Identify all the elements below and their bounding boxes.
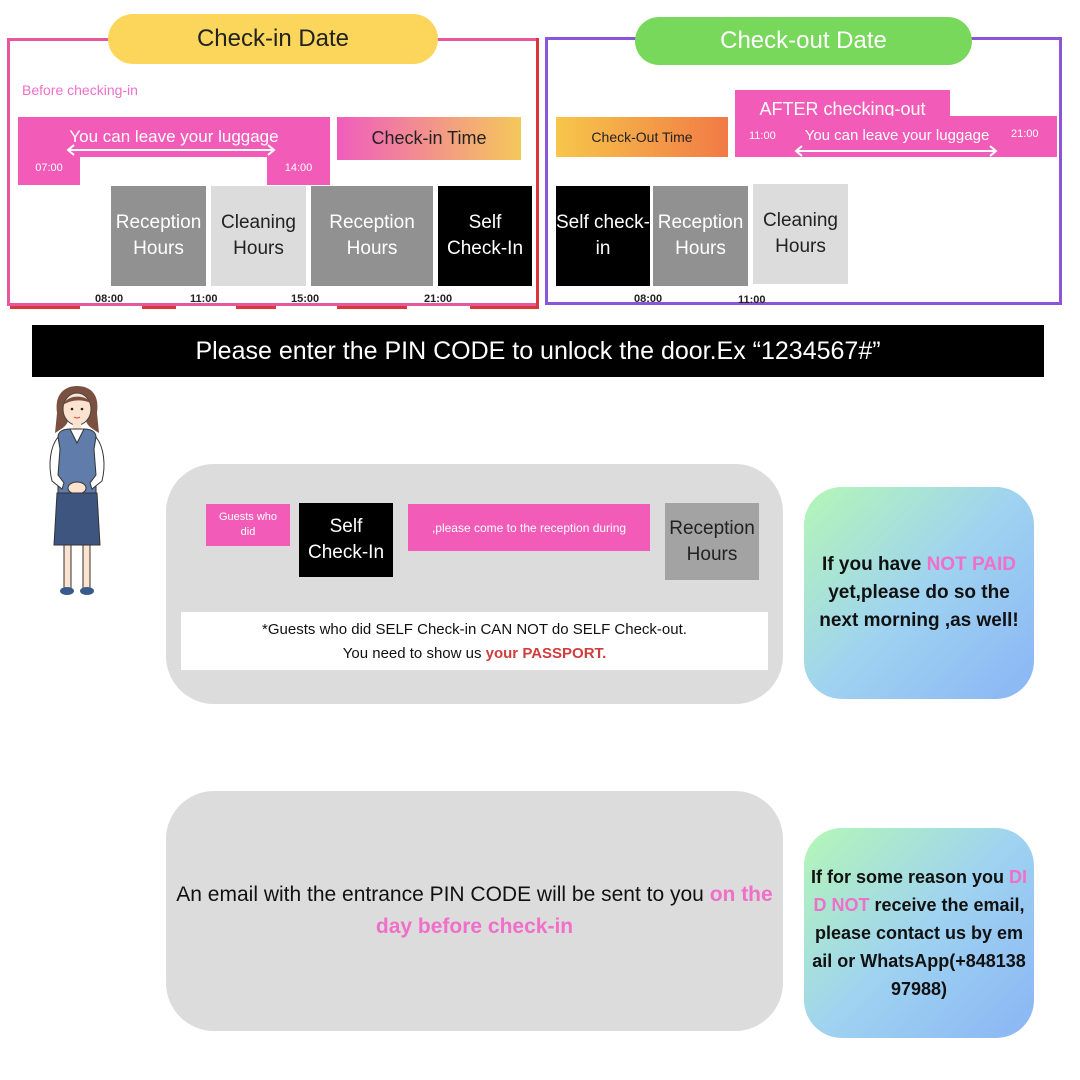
checkin-date-pill: Check-in Date [108, 14, 438, 64]
checkin-cleaning-hours: Cleaning Hours [211, 186, 306, 286]
checkin-luggage-label: You can leave your luggage [69, 127, 279, 146]
not-paid-text: If you have NOT PAID yet,please do so th… [814, 551, 1024, 635]
panel-self-checkin: Self Check-In [299, 503, 393, 577]
contact-suffix: receive the email,please contact us by e… [812, 895, 1026, 999]
come-to-reception-label: ,please come to the reception during [408, 504, 650, 551]
checkout-tick-2: 11:00 [738, 294, 766, 306]
contact-text: If for some reason you DID NOT receive t… [810, 863, 1028, 1003]
receptionist-illustration [49, 386, 105, 595]
guests-who-did-label: Guests who did [206, 504, 290, 546]
checkout-luggage-end: 21:00 [1011, 128, 1039, 140]
email-text-main: An email with the entrance PIN CODE will… [176, 883, 710, 906]
checkout-luggage-arrow [794, 145, 998, 157]
email-text: An email with the entrance PIN CODE will… [172, 879, 777, 943]
checkout-date-title: Check-out Date [720, 27, 887, 54]
checkin-time-text: Check-in Time [371, 128, 487, 148]
checkin-tick-1: 08:00 [95, 293, 124, 305]
checkin-timeline-seg [142, 306, 176, 309]
pin-code-text: Please enter the PIN CODE to unlock the … [195, 336, 881, 365]
passport-note-suffix: . [602, 645, 607, 662]
passport-note-line1: *Guests who did SELF Check-in CAN NOT do… [262, 621, 687, 638]
checkin-date-title: Check-in Date [196, 25, 350, 52]
checkout-reception-hours: Reception Hours [653, 186, 748, 286]
before-checkin-label: Before checking-in [22, 82, 138, 98]
luggage-end-time: 14:00 [267, 150, 330, 185]
checkin-tick-3: 15:00 [291, 293, 320, 305]
checkin-time-label: Check-in Time [337, 117, 521, 160]
checkout-time-text: Check-Out Time [591, 129, 693, 145]
checkout-timeline-seg [680, 302, 722, 305]
checkin-luggage-arrow [66, 144, 276, 156]
contact-highlight: DID NOT [813, 867, 1028, 915]
checkout-luggage-label: You can leave your luggage [804, 127, 990, 144]
not-paid-prefix: If you have [822, 554, 927, 575]
checkout-self-checkin: Self check-in [556, 186, 650, 286]
checkin-reception-hours-2: Reception Hours [311, 186, 433, 286]
contact-prefix: If for some reason you [810, 867, 1010, 887]
checkout-date-pill: Check-out Date [635, 17, 972, 65]
not-paid-highlight: NOT PAID [926, 554, 1016, 575]
checkin-reception-hours-1: Reception Hours [111, 186, 206, 286]
pin-code-banner: Please enter the PIN CODE to unlock the … [32, 325, 1044, 377]
checkout-tick-1: 08:00 [634, 293, 663, 305]
checkout-timeline-seg [548, 302, 618, 305]
contact-bubble: If for some reason you DID NOT receive t… [804, 828, 1034, 1038]
panel-reception-hours: Reception Hours [665, 503, 759, 580]
checkin-tick-2: 11:00 [190, 293, 218, 305]
passport-note: *Guests who did SELF Check-in CAN NOT do… [181, 612, 768, 670]
checkin-timeline-seg [10, 306, 80, 309]
passport-highlight: your PASSPORT [485, 645, 603, 662]
checkout-timeline-seg [783, 302, 1062, 305]
email-highlight: on the day before check-in [375, 883, 773, 938]
checkin-timeline-seg [337, 306, 407, 309]
not-paid-suffix: yet,please do so the next morning ,as we… [819, 582, 1019, 631]
passport-note-line2: You need to show us your PASSPORT. [181, 642, 768, 666]
email-panel: An email with the entrance PIN CODE will… [166, 791, 783, 1031]
checkin-timeline-seg [470, 306, 539, 309]
checkout-luggage-start: 11:00 [749, 130, 776, 142]
checkin-self-checkin: Self Check-In [438, 186, 532, 286]
luggage-start-time: 07:00 [18, 150, 80, 185]
checkin-tick-4: 21:00 [424, 293, 453, 305]
checkin-timeline-seg [236, 306, 276, 309]
checkout-time-label: Check-Out Time [556, 117, 728, 157]
passport-note-prefix: You need to show us [342, 645, 486, 662]
checkout-cleaning-hours: Cleaning Hours [753, 184, 848, 284]
checkin-frame-edge [536, 38, 539, 306]
not-paid-bubble: If you have NOT PAID yet,please do so th… [804, 487, 1034, 699]
